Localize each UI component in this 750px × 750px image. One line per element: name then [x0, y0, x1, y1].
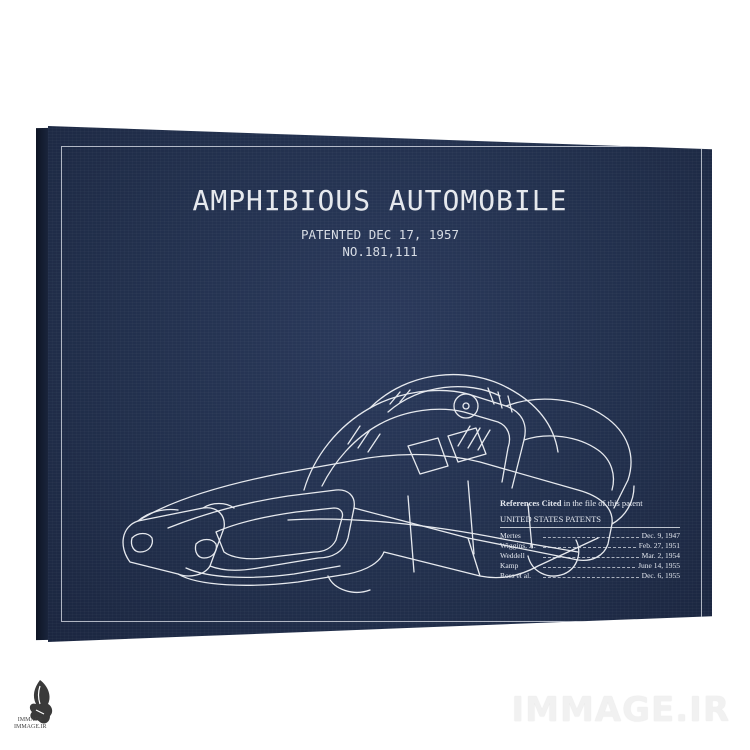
blueprint-border [61, 146, 702, 622]
reference-date: June 14, 1955 [638, 561, 680, 570]
reference-date: Feb. 27, 1951 [638, 541, 680, 550]
references-heading-rest: in the file of this patent [561, 498, 643, 508]
reference-leader [543, 537, 639, 538]
reference-name: Mertes [500, 531, 521, 540]
poster-title: AMPHIBIOUS AUTOMOBILE [192, 184, 568, 217]
reference-date: Dec. 9, 1947 [641, 531, 680, 540]
reference-date: Mar. 2, 1954 [641, 551, 680, 560]
reference-name: Ross et al. [500, 571, 532, 580]
reference-leader [543, 567, 636, 568]
reference-row: Ross et al. Dec. 6, 1955 [500, 571, 680, 581]
references-block: References Cited in the file of this pat… [500, 498, 680, 581]
reference-row: Kamp June 14, 1955 [500, 561, 680, 571]
watermark-text: IMMAGE.IR [511, 690, 730, 730]
reference-row: Wiggins, Jr. Feb. 27, 1951 [500, 541, 680, 551]
patent-number: NO.181,111 [342, 244, 418, 259]
watermark-logo-icon [29, 680, 53, 724]
watermark-logo-text: IMMAGE IMMAGE.IR [14, 717, 47, 731]
reference-leader [543, 547, 636, 548]
watermark-logo-line2: IMMAGE.IR [14, 724, 47, 730]
references-heading: References Cited in the file of this pat… [500, 498, 680, 508]
reference-name: Weddell [500, 551, 525, 560]
reference-leader [543, 557, 639, 558]
reference-leader [543, 577, 639, 578]
reference-row: Mertes Dec. 9, 1947 [500, 531, 680, 541]
car-blueprint-icon [122, 373, 635, 593]
references-subheading: UNITED STATES PATENTS [500, 514, 602, 524]
references-heading-bold: References Cited [500, 498, 562, 508]
reference-row: Weddell Mar. 2, 1954 [500, 551, 680, 561]
references-table: Mertes Dec. 9, 1947 Wiggins, Jr. Feb. 27… [500, 527, 680, 581]
reference-date: Dec. 6, 1955 [641, 571, 680, 580]
patent-date: PATENTED DEC 17, 1957 [300, 227, 460, 242]
reference-name: Kamp [500, 561, 519, 570]
canvas-print: AMPHIBIOUS AUTOMOBILE PATENTED DEC 17, 1… [48, 126, 712, 642]
reference-name: Wiggins, Jr. [500, 541, 536, 550]
canvas-texture [48, 126, 712, 642]
watermark-logo-line1: IMMAGE [17, 717, 43, 723]
canvas-edge [36, 127, 50, 641]
